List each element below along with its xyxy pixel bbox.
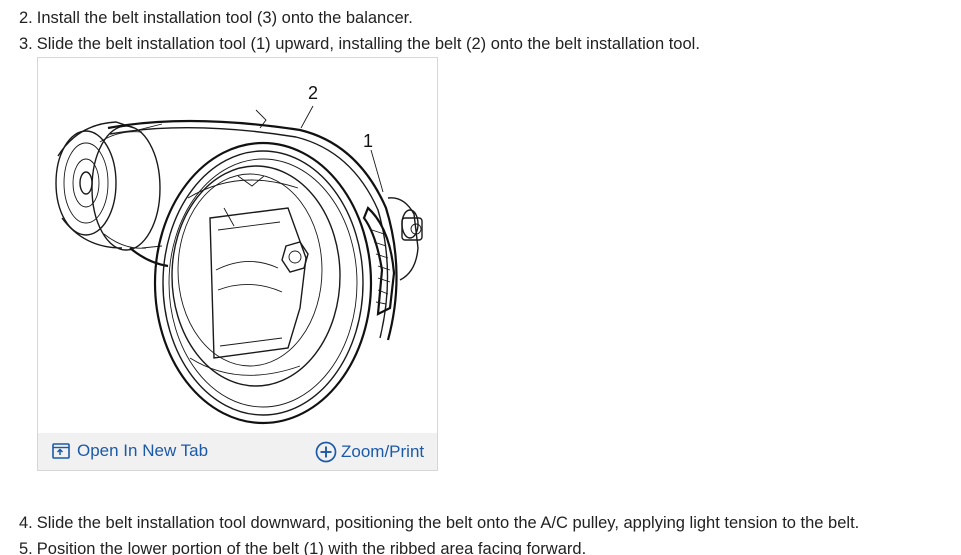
instruction-step-4: 4.Slide the belt installation tool downw…: [19, 513, 859, 533]
figure-card: 2 1 Open In New Tab: [37, 57, 438, 471]
instruction-step-2: 2.Install the belt installation tool (3)…: [19, 8, 413, 28]
drive-belt-drawing: [107, 119, 398, 341]
step-number: 4.: [19, 514, 33, 532]
callout-leaders: [255, 105, 384, 193]
step-text: Install the belt installation tool (3) o…: [36, 9, 413, 27]
ac-compressor-drawing: [55, 121, 163, 251]
callout-tool-number: 1: [363, 131, 373, 151]
belt-installation-tool-drawing: [362, 197, 423, 316]
callout-belt-number: 2: [308, 83, 318, 103]
open-in-new-tab-label: Open In New Tab: [77, 441, 209, 460]
step-number: 5.: [19, 540, 33, 555]
step-text: Slide the belt installation tool (1) upw…: [36, 35, 700, 53]
crankshaft-balancer-drawing: [153, 141, 373, 425]
instruction-step-5: 5.Position the lower portion of the belt…: [19, 539, 586, 555]
plus-circle-icon: [315, 441, 337, 463]
zoom-print-link[interactable]: Zoom/Print: [315, 441, 424, 463]
open-in-new-tab-link[interactable]: Open In New Tab: [52, 441, 208, 461]
open-new-tab-icon: [52, 443, 70, 459]
step-number: 3.: [19, 35, 33, 53]
step-text: Slide the belt installation tool downwar…: [36, 514, 860, 532]
zoom-print-label: Zoom/Print: [341, 442, 425, 461]
step-text: Position the lower portion of the belt (…: [36, 540, 587, 555]
figure-toolbar: Open In New Tab Zoom/Print: [38, 433, 437, 470]
step-number: 2.: [19, 9, 33, 27]
instruction-step-3: 3.Slide the belt installation tool (1) u…: [19, 34, 700, 54]
belt-installation-illustration[interactable]: 2 1: [38, 58, 437, 433]
